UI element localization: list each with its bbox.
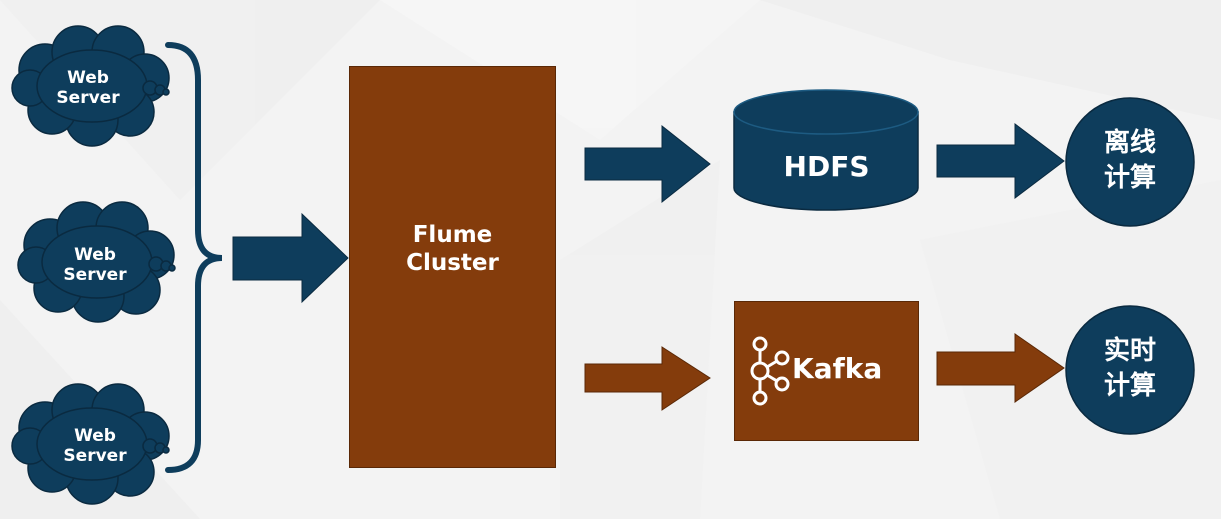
web-server-label-2-line1: Web	[74, 245, 116, 265]
web-server-label-1-line1: Web	[67, 68, 109, 88]
hdfs-label: HDFS	[783, 150, 870, 183]
arrow-flume-to-hdfs	[584, 124, 711, 204]
offline-label: 离线 计算	[1070, 126, 1190, 196]
offline-label-line2: 计算	[1103, 163, 1156, 194]
web-server-cloud-2	[17, 201, 176, 323]
realtime-label-line1: 实时	[1103, 336, 1156, 366]
kafka-box	[734, 301, 919, 441]
flume-label-line1: Flume	[412, 222, 493, 248]
arrow-flume-to-kafka	[584, 346, 711, 411]
web-server-label-1-line2: Server	[56, 88, 120, 109]
web-server-cloud-3	[11, 383, 170, 505]
kafka-logo-icon	[750, 336, 790, 406]
kafka-label: Kafka	[792, 352, 883, 385]
arrow-to-flume	[232, 212, 349, 304]
arrow-hdfs-to-offline	[936, 122, 1065, 200]
realtime-label: 实时 计算	[1070, 334, 1190, 404]
arrow-kafka-to-realtime	[936, 333, 1065, 403]
web-server-label-3: Web Server	[50, 426, 140, 467]
flume-label-line2: Cluster	[406, 249, 499, 276]
offline-circle	[1065, 97, 1195, 227]
web-server-label-2: Web Server	[50, 245, 140, 286]
web-server-cloud-1	[11, 25, 170, 147]
realtime-circle	[1065, 305, 1195, 435]
web-server-label-2-line2: Server	[63, 265, 127, 286]
hdfs-cylinder	[733, 89, 919, 211]
web-server-label-3-line2: Server	[63, 446, 127, 467]
flume-cluster-box	[349, 66, 556, 468]
offline-label-line1: 离线	[1103, 128, 1156, 158]
realtime-label-line2: 计算	[1103, 371, 1156, 402]
web-server-label-1: Web Server	[43, 68, 133, 109]
flume-cluster-label: Flume Cluster	[349, 222, 556, 277]
web-server-label-3-line1: Web	[74, 426, 116, 446]
curly-brace	[165, 42, 223, 473]
